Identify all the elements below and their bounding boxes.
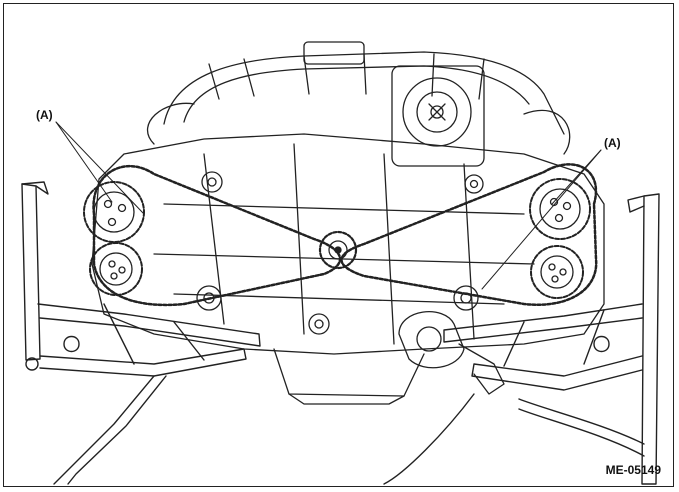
engine-stand-left [21,181,261,377]
throttle-body [391,65,485,167]
crank-sprocket [318,230,358,270]
engine-block [91,133,605,355]
water-pump [398,311,505,395]
timing-chain-right [340,163,598,307]
callout-a-right: (A) [604,136,621,150]
callout-a-left: (A) [36,108,53,122]
cam-sprocket-right-lower [530,245,584,299]
callout-leader-left [55,121,145,215]
cam-sprocket-right-upper [529,178,591,240]
oil-pan [273,313,425,405]
idler-pulleys [196,171,484,311]
callout-leader-right [481,149,602,290]
cam-sprocket-left-lower [89,242,143,296]
engine-drawing [21,41,660,485]
intake-manifold [146,41,571,155]
figure-code: ME-05149 [605,463,661,477]
engine-stand-right [383,193,660,485]
diagram-frame: (A) (A) ME-05149 [3,3,674,487]
engine-stand-left-leg [53,375,167,485]
